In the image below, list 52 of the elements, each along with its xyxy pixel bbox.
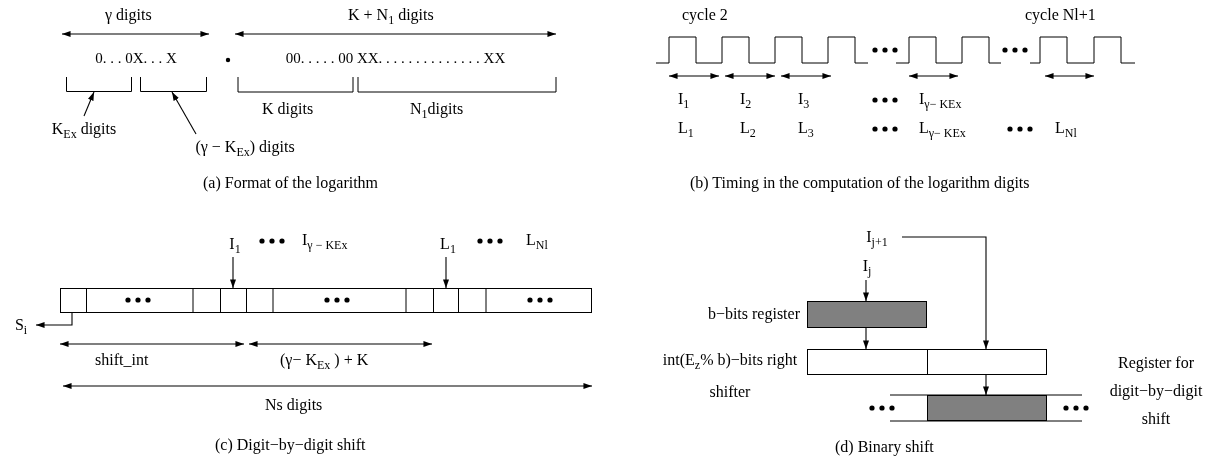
output-label: S$_{i}$ [6, 313, 36, 339]
block-label: Register for digit−by−digit shift [1108, 353, 1204, 429]
shifter-half [807, 349, 928, 375]
cycle-label: cycle 2 [682, 6, 728, 24]
dimension-label: γ digits [105, 6, 152, 24]
signal-label: I$_{1}$ [221, 233, 249, 257]
caption: (a) Format of the logarithm [203, 174, 379, 192]
arrow [901, 236, 989, 350]
signal-label: L$_{Nl}$ [1055, 119, 1077, 137]
digit-field: 00. . . . . 00 XX. . . . . . . . . . . . . . XX [235, 47, 556, 71]
signal-label: L$_{3}$ [798, 119, 814, 137]
signal-label: I$_{j}$ [854, 254, 880, 280]
dimension-label: K digits [262, 100, 314, 118]
digit-field: 0. . . 0X. . . X [60, 47, 212, 71]
register-block [807, 301, 927, 328]
bracket [140, 77, 207, 92]
dimension-label: shift_int [95, 351, 149, 369]
arrow [230, 256, 236, 289]
caption: (d) Binary shift [835, 438, 934, 456]
cycle-label: cycle Nl+1 [1025, 6, 1096, 24]
block-label: b−bits register [706, 305, 800, 323]
signal-label: I$_{2}$ [740, 90, 752, 108]
leader-arrow [171, 91, 197, 135]
dimension-label: N$_{1}$digits [410, 100, 464, 118]
arrow [983, 374, 989, 396]
signal-label: I$_{3}$ [798, 90, 810, 108]
signal-label: L$_{1}$ [678, 119, 694, 137]
signal-label: L$_{1}$ [434, 233, 462, 257]
shifter-block [807, 349, 1047, 375]
leader-arrow [83, 91, 95, 117]
dimension-label: (γ− K$_{Ex}$ ) + K [280, 351, 369, 369]
register-cell [220, 288, 247, 313]
signal-label: I$_{j+1}$ [852, 225, 902, 251]
shifter-half [927, 349, 1047, 375]
caption: (b) Timing in the computation of the logarithm digits [690, 174, 1030, 192]
bracket [66, 77, 132, 92]
caption: (c) Digit−by−digit shift [215, 436, 366, 454]
signal-label: L$_{2}$ [740, 119, 756, 137]
arrow [443, 256, 449, 289]
signal-label: I$_{1}$ [678, 90, 690, 108]
signal-label: L$_{Nl}$ [526, 231, 548, 249]
arrow [863, 279, 869, 302]
block-label: int(E$_{z}$% b)−bits right shifter [661, 350, 799, 402]
dimension-label: Ns digits [265, 396, 323, 414]
shift-register [60, 288, 592, 313]
register-block [927, 395, 1047, 421]
field-width-label: (γ − K$_{Ex}$) digits [168, 134, 322, 162]
dimension-label: K + N$_{1}$ digits [348, 6, 434, 24]
arrow [863, 327, 869, 350]
arrow [35, 312, 73, 328]
field-width-label: K$_{Ex}$ digits [30, 116, 138, 144]
register-cell [433, 288, 459, 313]
